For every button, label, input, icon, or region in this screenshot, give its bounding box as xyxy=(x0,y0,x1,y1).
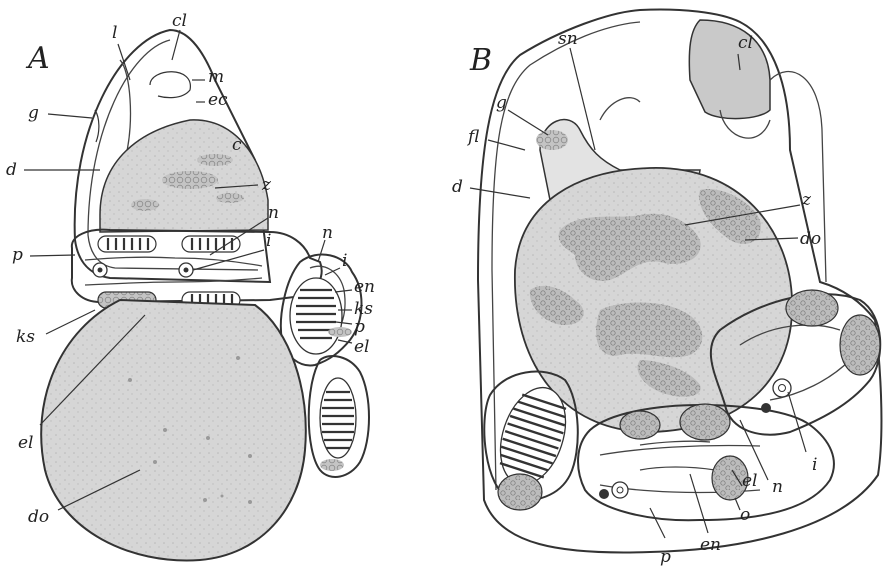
panel-a-drawing: A l cl m ec g c d z n i p n i en ks p el… xyxy=(6,11,375,560)
label-p1-a: p xyxy=(12,245,23,265)
panel-b-drawing: B sn cl g fl d z do i n o el en p xyxy=(452,10,881,568)
label-z-a: z xyxy=(261,175,272,195)
label-i-b: i xyxy=(812,455,817,475)
label-o-b: o xyxy=(740,505,750,525)
label-ec-a: ec xyxy=(208,90,228,110)
label-d-a: d xyxy=(6,160,17,180)
label-n1-a: n xyxy=(268,203,279,223)
label-sn-b: sn xyxy=(558,29,578,49)
label-en-a: en xyxy=(354,277,375,297)
label-el-b: el xyxy=(742,471,758,491)
label-n2-a: n xyxy=(322,223,333,243)
label-g-b: g xyxy=(496,93,507,113)
label-ks1-a: ks xyxy=(354,299,373,319)
label-i2-a: i xyxy=(342,251,347,271)
label-el1-a: el xyxy=(354,337,370,357)
label-el2-a: el xyxy=(18,433,34,453)
label-l-a: l xyxy=(112,23,117,43)
label-p2-a: p xyxy=(354,317,365,337)
label-z-b: z xyxy=(801,190,812,210)
label-d-b: d xyxy=(452,177,463,197)
label-ks2-a: ks xyxy=(16,327,35,347)
label-m-a: m xyxy=(208,67,224,87)
label-do-a: do xyxy=(28,507,49,527)
label-n-b: n xyxy=(772,477,783,497)
panel-b-label: B xyxy=(469,43,492,78)
yolk-sac-a xyxy=(41,300,306,560)
label-i1-a: i xyxy=(266,231,271,251)
label-g-a: g xyxy=(28,103,39,123)
label-en-b: en xyxy=(700,535,721,555)
label-c-a: c xyxy=(232,135,242,155)
label-cl-a: cl xyxy=(172,11,187,31)
label-cl-b: cl xyxy=(738,33,753,53)
label-do-b: do xyxy=(800,229,821,249)
panel-a-label: A xyxy=(25,41,50,76)
label-fl-b: fl xyxy=(466,127,479,147)
label-p-b: p xyxy=(660,547,671,567)
